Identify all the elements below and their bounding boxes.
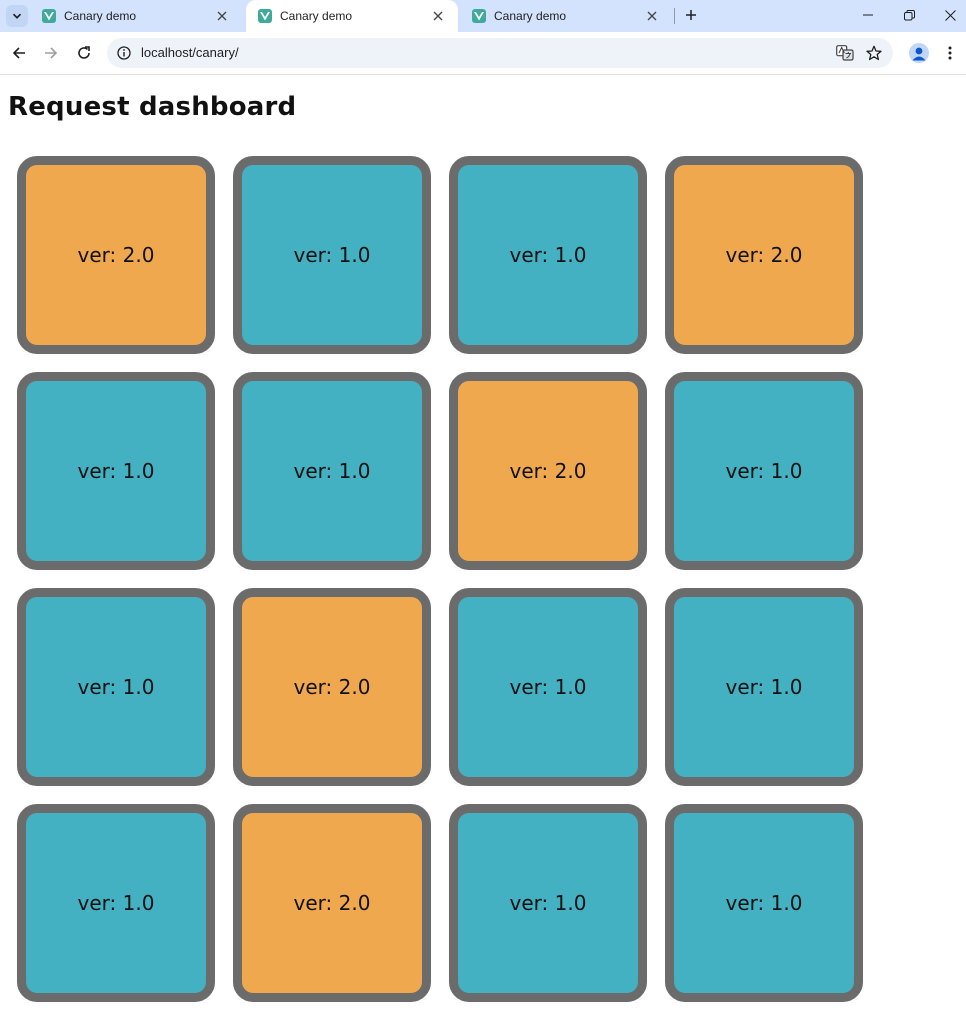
version-label: ver: 1.0 xyxy=(509,243,587,267)
address-bar[interactable]: localhost/canary/ xyxy=(107,38,893,68)
chevron-down-icon xyxy=(12,13,22,19)
browser-toolbar: localhost/canary/ xyxy=(0,32,966,75)
request-card: ver: 2.0 xyxy=(665,156,863,354)
arrow-right-icon xyxy=(45,47,58,59)
request-card: ver: 1.0 xyxy=(449,804,647,1002)
site-info-icon[interactable] xyxy=(116,45,132,61)
close-tab-icon[interactable] xyxy=(212,6,232,26)
version-label: ver: 1.0 xyxy=(77,459,155,483)
close-icon xyxy=(944,9,956,21)
version-label: ver: 1.0 xyxy=(77,891,155,915)
version-label: ver: 2.0 xyxy=(77,243,155,267)
request-card: ver: 1.0 xyxy=(17,804,215,1002)
back-button[interactable] xyxy=(5,39,33,67)
restore-icon xyxy=(903,9,915,20)
close-tab-icon[interactable] xyxy=(428,6,448,26)
arrow-left-icon xyxy=(12,47,25,59)
version-label: ver: 1.0 xyxy=(509,675,587,699)
tab-2[interactable]: Canary demo xyxy=(246,0,458,32)
vue-favicon-icon xyxy=(472,9,486,23)
request-card: ver: 1.0 xyxy=(665,804,863,1002)
tab-strip: Canary demo Canary demo Canary demo xyxy=(0,0,966,32)
request-card: ver: 1.0 xyxy=(233,156,431,354)
tab-title: Canary demo xyxy=(280,9,353,23)
request-card: ver: 1.0 xyxy=(449,156,647,354)
version-label: ver: 1.0 xyxy=(725,459,803,483)
request-card: ver: 2.0 xyxy=(17,156,215,354)
forward-button[interactable] xyxy=(37,39,65,67)
version-label: ver: 2.0 xyxy=(293,675,371,699)
request-card: ver: 2.0 xyxy=(233,588,431,786)
version-label: ver: 1.0 xyxy=(293,459,371,483)
request-card: ver: 1.0 xyxy=(449,588,647,786)
version-label: ver: 1.0 xyxy=(725,675,803,699)
request-card: ver: 1.0 xyxy=(17,372,215,570)
version-label: ver: 2.0 xyxy=(509,459,587,483)
version-label: ver: 1.0 xyxy=(293,243,371,267)
request-card: ver: 1.0 xyxy=(17,588,215,786)
restore-button[interactable] xyxy=(888,0,930,30)
new-tab-button[interactable] xyxy=(680,4,702,26)
version-label: ver: 2.0 xyxy=(725,243,803,267)
version-label: ver: 2.0 xyxy=(293,891,371,915)
more-vertical-icon xyxy=(948,46,952,60)
url-text[interactable]: localhost/canary/ xyxy=(141,45,239,60)
tab-title: Canary demo xyxy=(494,9,567,23)
tab-search-button[interactable] xyxy=(6,5,28,27)
page-title: Request dashboard xyxy=(8,92,297,122)
version-label: ver: 1.0 xyxy=(725,891,803,915)
reload-button[interactable] xyxy=(70,39,98,67)
vue-favicon-icon xyxy=(42,9,56,23)
bookmark-star-icon[interactable] xyxy=(864,43,884,63)
tab-1[interactable]: Canary demo xyxy=(30,0,242,32)
request-card: ver: 1.0 xyxy=(665,372,863,570)
plus-icon xyxy=(686,10,696,20)
tab-3[interactable]: Canary demo xyxy=(460,0,672,32)
request-card: ver: 1.0 xyxy=(233,372,431,570)
translate-icon[interactable] xyxy=(835,43,855,63)
close-tab-icon[interactable] xyxy=(642,6,662,26)
profile-avatar-icon[interactable] xyxy=(909,43,929,63)
request-grid: ver: 2.0 ver: 1.0 ver: 1.0 ver: 2.0 ver:… xyxy=(17,156,863,1002)
tab-title: Canary demo xyxy=(64,9,137,23)
version-label: ver: 1.0 xyxy=(77,675,155,699)
request-card: ver: 2.0 xyxy=(449,372,647,570)
request-card: ver: 1.0 xyxy=(665,588,863,786)
close-window-button[interactable] xyxy=(929,0,966,30)
minimize-button[interactable] xyxy=(847,0,889,30)
vue-favicon-icon xyxy=(258,9,272,23)
browser-menu-button[interactable] xyxy=(940,43,960,63)
request-card: ver: 2.0 xyxy=(233,804,431,1002)
reload-icon xyxy=(78,46,90,59)
version-label: ver: 1.0 xyxy=(509,891,587,915)
tab-separator xyxy=(674,8,675,24)
minimize-icon xyxy=(863,14,873,16)
